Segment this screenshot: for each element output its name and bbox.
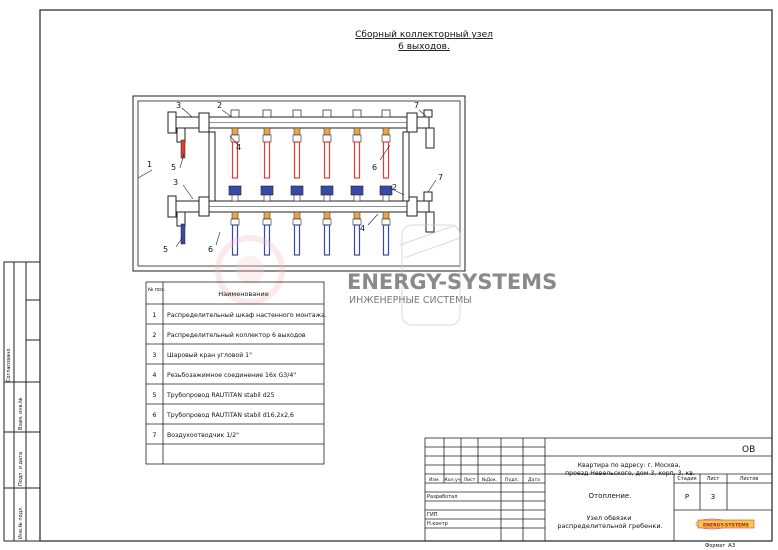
supply-outlet	[292, 109, 302, 179]
leader-lines	[137, 107, 437, 248]
revision-col-header: №Док.	[482, 477, 497, 483]
left-strip: Согласовано Взам. инв.№ Подп. и дата Инв…	[3, 261, 41, 542]
object-address: Квартира по адресу: г. Москва, проезд Не…	[565, 462, 695, 477]
supply-outlet	[352, 109, 362, 179]
spec-table-row: 3 Шаровый кран угловой 1"	[152, 351, 252, 359]
stage-header: Стадия	[677, 476, 696, 482]
revision-col-header: Подп.	[505, 477, 519, 483]
stage-value: Р	[685, 493, 689, 501]
return-outlet	[228, 185, 242, 256]
role-developer: Разработал	[427, 494, 457, 500]
supply-outlet	[262, 109, 272, 179]
supply-left-cap	[198, 112, 210, 133]
title-block	[424, 437, 773, 542]
format-value: А3	[728, 543, 736, 549]
revision-col-header: Дата	[528, 477, 540, 483]
spec-row-name: Резьбозажимное соединение 16х G3/4"	[167, 371, 296, 379]
callout-4-bottom: 4	[360, 224, 365, 233]
callout-labels: 1 2 3 4 5 6 7 2 3 4 5 6 7	[147, 101, 443, 254]
watermark-subtitle: ИНЖЕНЕРНЫЕ СИСТЕМЫ	[349, 295, 472, 306]
doc-code: ОВ	[742, 445, 755, 455]
specification-table: № поз. Наименование 1 Распределительный шка…	[145, 281, 327, 465]
drawing-title: Узел обвязки распределительной гребенки.	[557, 514, 662, 530]
spec-table-row: 5 Трубопровод RAUTITAN stabil d25	[152, 391, 274, 399]
return-outlet	[320, 185, 334, 256]
callout-7-bottom: 7	[438, 173, 443, 182]
spec-row-num: 3	[152, 351, 156, 359]
watermark-brand: ENERGY-SYSTEMS	[347, 270, 557, 294]
company-logo: ENERGY-SYSTEMS	[695, 518, 755, 530]
role-nkontr: Н.контр	[427, 521, 448, 527]
revision-col-header: Кол.уч	[445, 477, 461, 483]
callout-6-top: 6	[372, 163, 377, 172]
spec-row-num: 6	[152, 411, 156, 419]
watermark	[215, 224, 461, 326]
callout-6-bottom: 6	[208, 245, 213, 254]
spec-row-name: Трубопровод RAUTITAN stabil d16,2х2,6	[166, 411, 294, 419]
diagram-title-line2: 6 выходов.	[398, 42, 450, 52]
sheet-value: 3	[711, 493, 715, 501]
callout-7-top: 7	[414, 101, 419, 110]
sheet-header: Лист	[707, 476, 720, 482]
callout-1: 1	[147, 160, 152, 169]
section-name: Отопление.	[589, 492, 632, 500]
spec-row-num: 7	[152, 431, 156, 439]
vzam-inv-label: Взам. инв.№	[18, 397, 24, 430]
return-outlet	[290, 185, 304, 256]
spec-row-name: Распределительный шкаф настенного монтаж…	[167, 311, 327, 319]
callout-4-top: 4	[236, 143, 241, 152]
diagram-title-line1: Сборный коллекторный узел	[355, 30, 493, 40]
spec-table-row: 7 Воздухоотводчик 1/2"	[152, 431, 239, 439]
right-bracket	[402, 131, 410, 202]
spec-table-frame	[145, 281, 325, 465]
manifold-outlets	[228, 109, 393, 256]
spec-header-num: № поз.	[148, 287, 166, 293]
supply-right-cap	[406, 112, 418, 133]
spec-table-row: 2 Распределительный коллектор 6 выходов	[152, 331, 305, 339]
spec-header-name: Наименование	[218, 290, 269, 298]
supply-manifold	[207, 116, 409, 129]
callout-3-bottom: 3	[173, 178, 178, 187]
inv-podl-label: Инв.№ подл.	[18, 506, 24, 539]
spec-row-num: 4	[152, 371, 156, 379]
sheets-header: Листов	[740, 476, 759, 482]
left-bracket	[208, 131, 216, 202]
spec-table-row: 6 Трубопровод RAUTITAN stabil d16,2х2,6	[152, 411, 294, 419]
callout-3-top: 3	[176, 101, 181, 110]
spec-row-num: 5	[152, 391, 156, 399]
spec-row-name: Воздухоотводчик 1/2"	[167, 432, 239, 439]
logo-text: ENERGY-SYSTEMS	[703, 523, 749, 529]
spec-row-num: 1	[152, 311, 156, 319]
supply-ball-valve	[167, 111, 200, 159]
callout-5-top: 5	[171, 163, 176, 172]
return-outlet	[379, 185, 393, 256]
spec-row-name: Распределительный коллектор 6 выходов	[167, 331, 306, 339]
supply-air-vent	[416, 109, 435, 149]
supply-outlet	[381, 109, 391, 179]
return-outlet	[260, 185, 274, 256]
revision-col-header: Изм.	[429, 477, 440, 483]
return-ball-valve	[167, 195, 200, 245]
return-air-vent	[416, 191, 435, 233]
spec-row-name: Шаровый кран угловой 1"	[167, 351, 252, 359]
callout-2-bottom: 2	[392, 183, 397, 192]
format-label: Формат	[705, 543, 725, 549]
spec-table-row: 1 Распределительный шкаф настенного монта…	[152, 311, 327, 319]
callout-5-bottom: 5	[163, 245, 168, 254]
soglasovano-label: Согласовано	[6, 348, 12, 382]
podp-data-label: Подп. и дата	[18, 452, 24, 486]
return-outlet	[350, 185, 364, 256]
spec-table-row: 4 Резьбозажимное соединение 16х G3/4"	[152, 371, 296, 379]
spec-row-num: 2	[152, 331, 156, 339]
supply-outlet	[322, 109, 332, 179]
revision-col-header: Лист	[464, 477, 476, 483]
callout-2-top: 2	[217, 101, 222, 110]
spec-row-name: Трубопровод RAUTITAN stabil d25	[166, 391, 275, 399]
return-left-cap	[198, 196, 210, 217]
role-gip: ГИП	[427, 512, 438, 518]
return-manifold	[207, 200, 409, 213]
